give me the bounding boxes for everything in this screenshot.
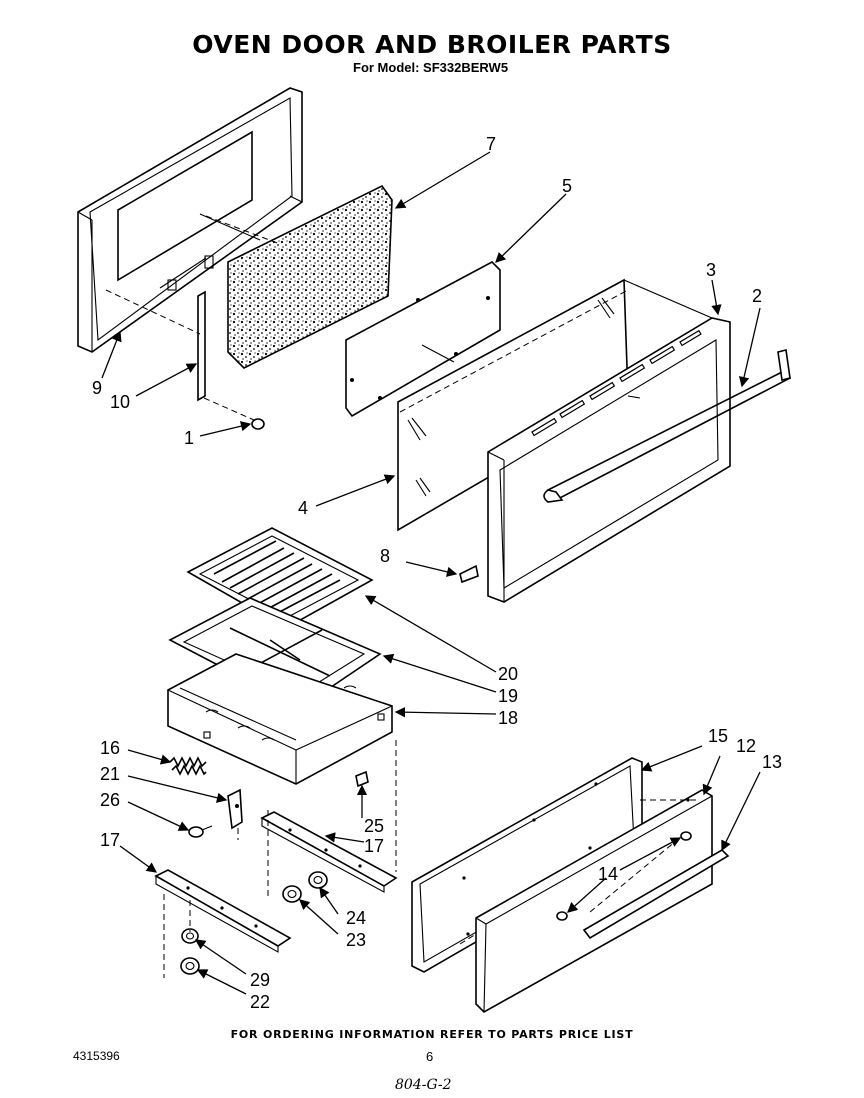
door-handle [543, 349, 792, 503]
part-label-24: 24 [346, 908, 366, 928]
part-label-17-left: 17 [100, 830, 120, 850]
part-label-1: 1 [184, 428, 194, 448]
roller-23 [282, 885, 302, 903]
broiler-grid [186, 527, 374, 629]
grid-slots [213, 540, 341, 618]
part-label-18: 18 [498, 708, 518, 728]
part-label-14: 14 [598, 864, 618, 884]
roller-24 [308, 871, 328, 889]
model-subtitle: For Model: SF332BERW5 [353, 60, 509, 75]
broiler-handle [582, 848, 730, 940]
ordering-note: FOR ORDERING INFORMATION REFER TO PARTS … [230, 1028, 634, 1041]
part-label-7: 7 [486, 134, 496, 154]
part-label-15: 15 [708, 726, 728, 746]
spacer-14b [556, 911, 568, 921]
broiler-door-panel [475, 789, 713, 1013]
part-label-25: 25 [364, 816, 384, 836]
part-label-3: 3 [706, 260, 716, 280]
outer-door-panel [77, 87, 303, 353]
part-label-17-right: 17 [364, 836, 384, 856]
part-label-10: 10 [110, 392, 130, 412]
part-label-16: 16 [100, 738, 120, 758]
part-label-13: 13 [762, 752, 782, 772]
part-label-5: 5 [562, 176, 572, 196]
page-title: OVEN DOOR AND BROILER PARTS [192, 30, 672, 59]
vent-slots [531, 329, 702, 437]
part-label-9: 9 [92, 378, 102, 398]
handwritten-note: 804-G-2 [395, 1077, 452, 1093]
part-label-26: 26 [100, 790, 120, 810]
door-clip [459, 564, 479, 584]
screw-part [251, 418, 265, 430]
alignment-lines [105, 215, 700, 978]
part-label-19: 19 [498, 686, 518, 706]
latch-part [227, 788, 243, 830]
broiler-drawer [167, 653, 393, 785]
part-label-8: 8 [380, 546, 390, 566]
door-hinge-strip [197, 290, 206, 402]
spring-part [169, 756, 207, 776]
roller-22 [180, 957, 200, 975]
document-number: 4315396 [73, 1049, 120, 1063]
part-label-23: 23 [346, 930, 366, 950]
part-label-29: 29 [250, 970, 270, 990]
drawer-rail-left [154, 869, 292, 953]
part-label-4: 4 [298, 498, 308, 518]
roller-29 [181, 928, 199, 944]
part-label-20: 20 [498, 664, 518, 684]
insulation-pad [227, 184, 393, 369]
spacer-14a [680, 831, 692, 841]
drawer-rail-right [260, 811, 398, 893]
part-label-21: 21 [100, 764, 120, 784]
leader-lines [101, 151, 761, 995]
part-label-2: 2 [752, 286, 762, 306]
inner-glass-panel [345, 261, 501, 418]
page-number: 6 [426, 1049, 434, 1064]
clip-25 [355, 770, 369, 788]
part-labels: 7 5 3 2 9 10 1 4 8 20 19 18 16 21 26 17 … [92, 134, 782, 1012]
screw-26 [188, 825, 213, 838]
part-label-22: 22 [250, 992, 270, 1012]
part-label-12: 12 [736, 736, 756, 756]
